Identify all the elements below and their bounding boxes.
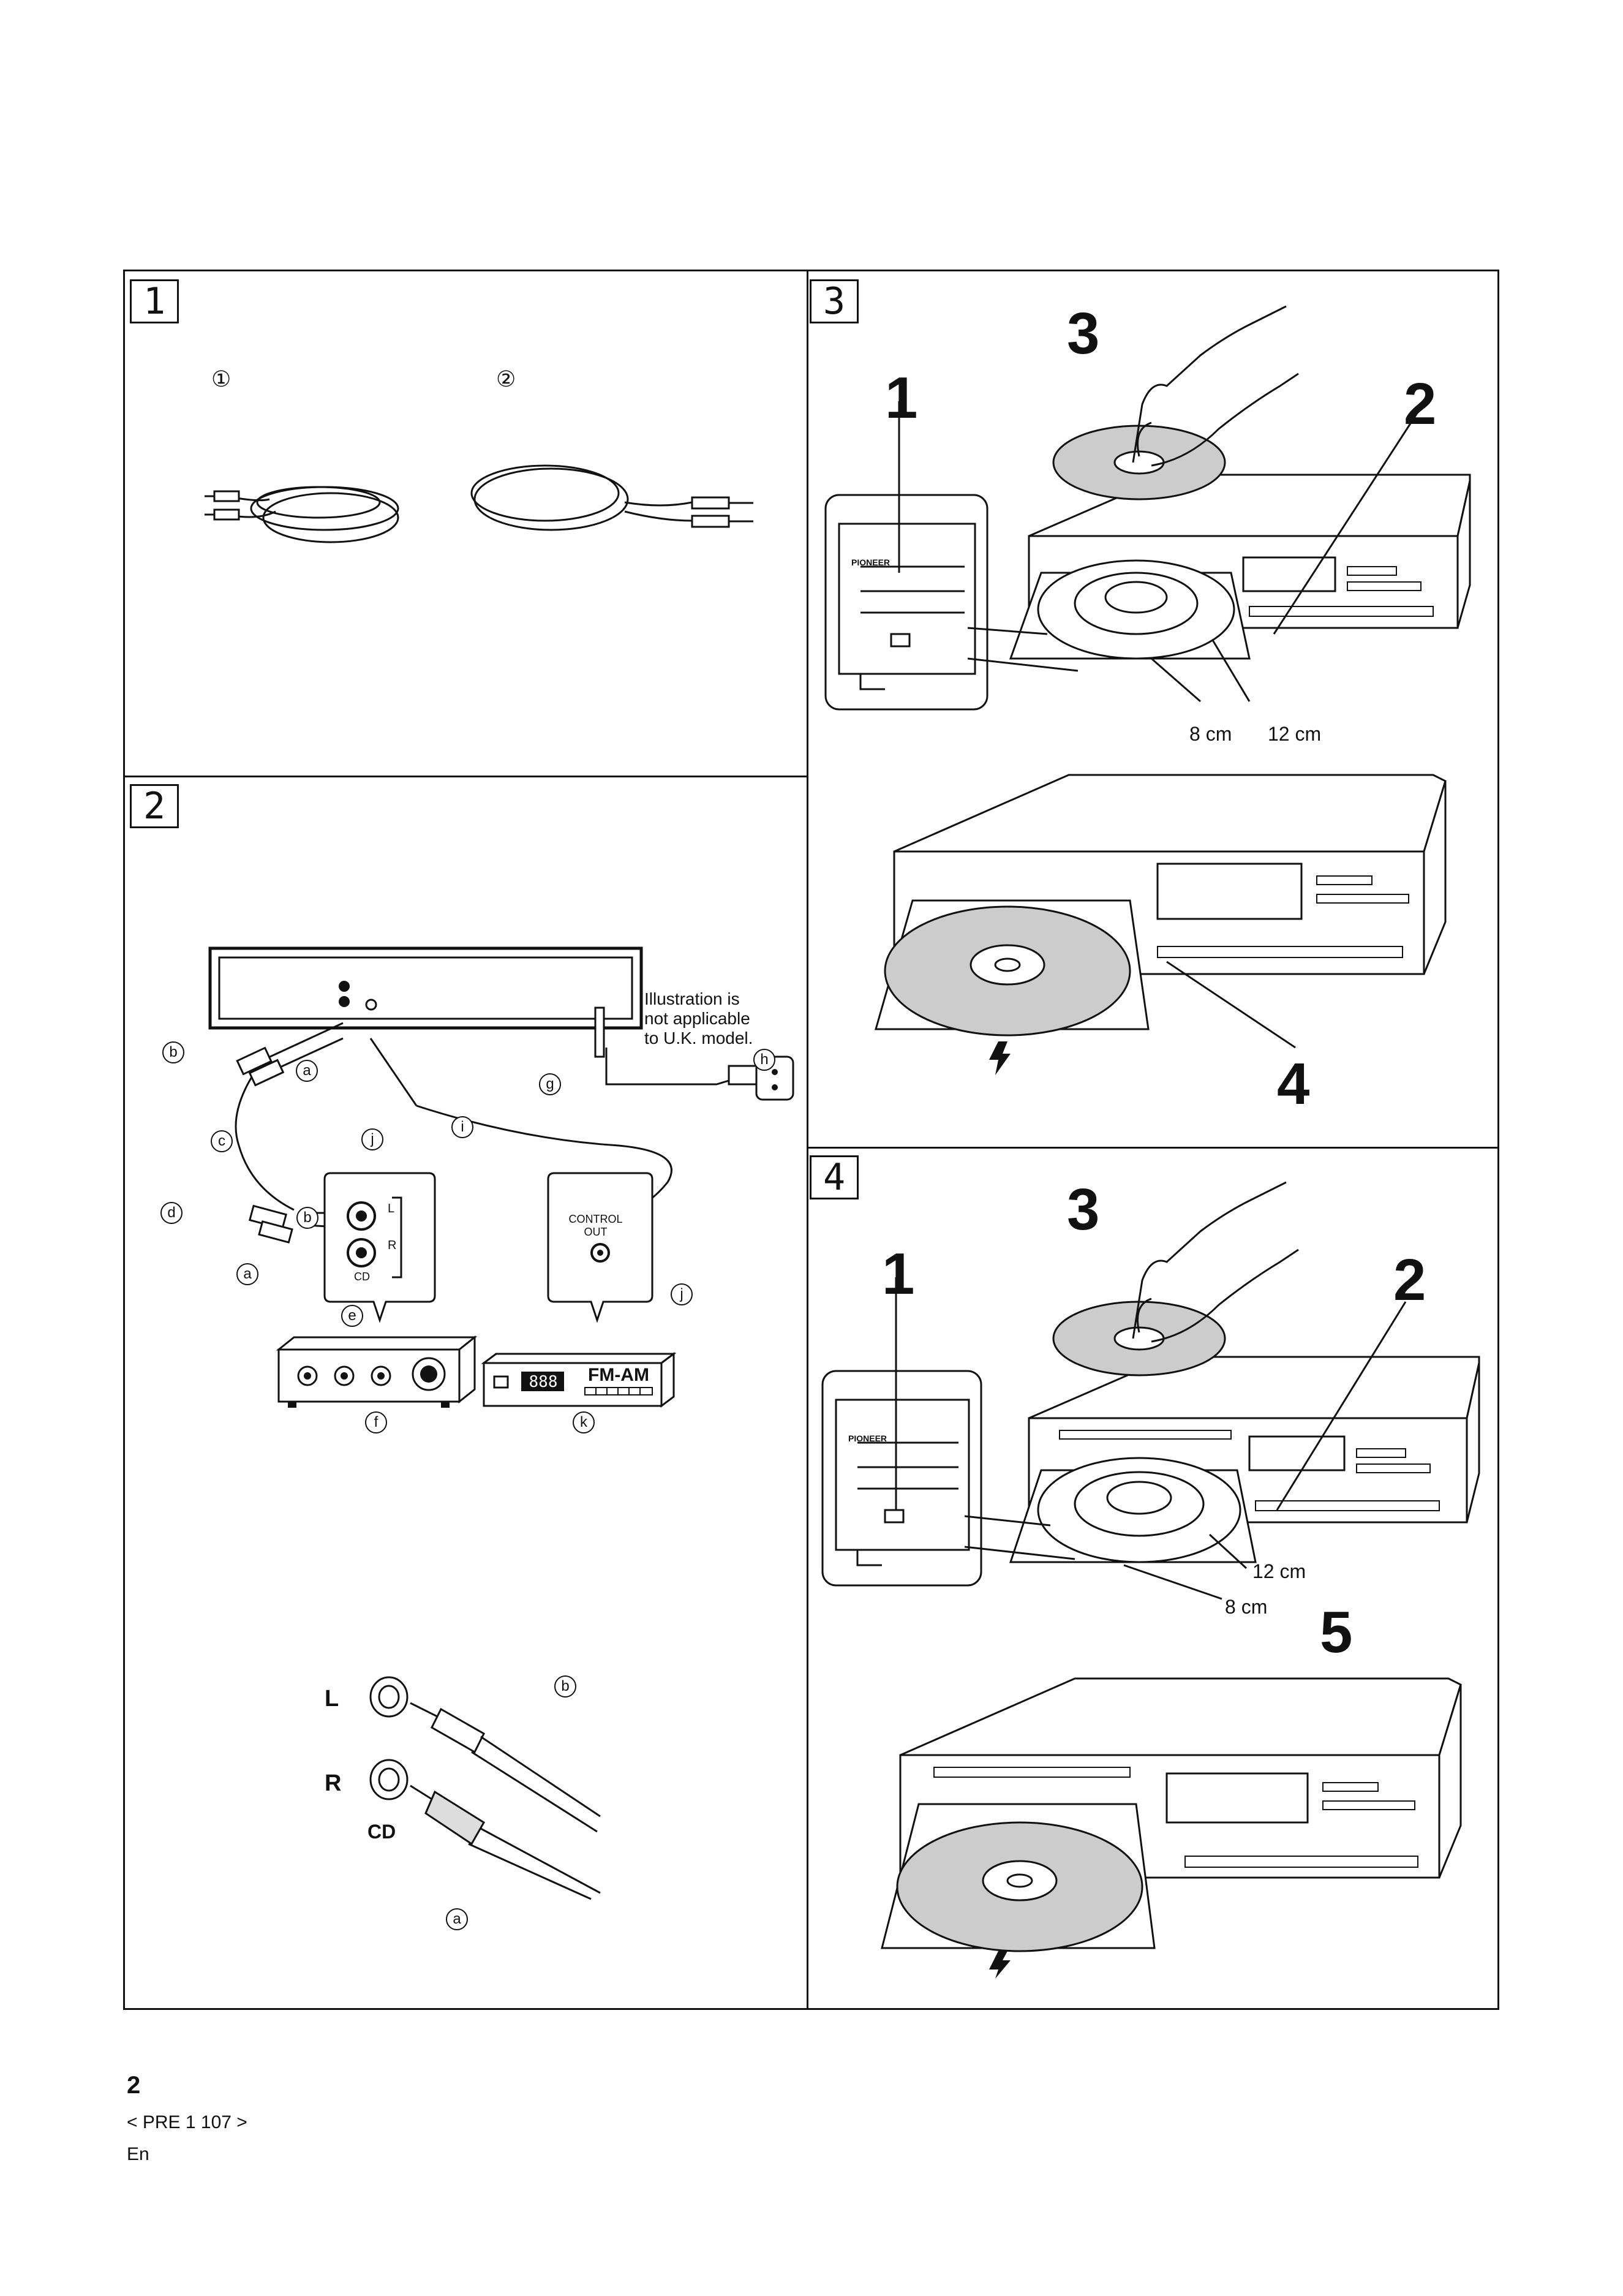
amp-input-callout — [323, 1172, 436, 1323]
detail-r: R — [325, 1770, 342, 1796]
vertical-divider — [807, 270, 808, 2010]
s4-step-5: 5 — [1320, 1599, 1353, 1665]
item-2-label: ② — [496, 366, 516, 391]
detail-l: L — [325, 1686, 339, 1712]
callout-d: d — [160, 1202, 183, 1224]
divider-1-2 — [123, 776, 808, 777]
callout-b-top: b — [162, 1041, 184, 1063]
s4-remote-panel — [821, 1370, 982, 1587]
amp-jack-r: R — [388, 1239, 397, 1252]
s4-size-12cm: 12 cm — [1252, 1560, 1306, 1582]
s3-step-4: 4 — [1277, 1051, 1310, 1117]
section-2-number: 2 — [130, 784, 179, 828]
s3-disc-hand — [1052, 305, 1299, 500]
s4-step-3: 3 — [1067, 1177, 1100, 1242]
tuner-input-callout — [547, 1172, 653, 1323]
uk-note-line-2: not applicable — [644, 1009, 750, 1028]
item-1-label: ① — [211, 366, 232, 391]
callout-f: f — [365, 1411, 387, 1433]
callout-b-detail: b — [554, 1675, 576, 1697]
s3-remote-panel — [824, 494, 988, 711]
s3-pointer-lines — [898, 401, 1422, 703]
figure-frame — [123, 270, 1499, 2010]
callout-j-mid: j — [671, 1283, 693, 1305]
s3-cd-player-closing — [875, 774, 1447, 1075]
callout-i: i — [451, 1116, 473, 1138]
callout-a-top: a — [296, 1060, 318, 1082]
uk-note-line-1: Illustration is — [644, 989, 740, 1008]
section-1-number: 1 — [130, 279, 179, 323]
control-cable-illustration — [470, 464, 753, 531]
s4-step-2: 2 — [1393, 1247, 1426, 1313]
amplifier-illustration — [276, 1335, 478, 1408]
callout-j-top: j — [361, 1128, 383, 1150]
s4-cd-player-closing — [881, 1677, 1462, 1979]
connector-detail — [369, 1676, 601, 1900]
detail-cd: CD — [367, 1821, 396, 1843]
section-4-number: 4 — [810, 1155, 859, 1199]
callout-g: g — [539, 1073, 561, 1095]
callout-h: h — [753, 1049, 775, 1071]
amp-jack-cd: CD — [354, 1271, 370, 1283]
tuner-control-out-label: CONTROL OUT — [568, 1213, 623, 1238]
callout-a-mid: a — [236, 1263, 258, 1285]
cd-player-rear-panel — [208, 946, 643, 1058]
section-3-number: 3 — [810, 279, 859, 323]
callout-k: k — [573, 1411, 595, 1433]
callout-a-detail: a — [446, 1908, 468, 1930]
s3-size-8cm: 8 cm — [1189, 723, 1232, 745]
s4-disc-hand — [1052, 1181, 1299, 1376]
divider-3-4 — [807, 1147, 1499, 1149]
tuner-fm-am-label: FM-AM — [588, 1365, 649, 1385]
s4-pointer-lines — [895, 1277, 1407, 1600]
page-number: 2 — [127, 2072, 141, 2099]
tuner-display: 888 — [529, 1373, 558, 1391]
document-code: < PRE 1 107 > — [127, 2112, 247, 2132]
callout-b-mid: b — [296, 1207, 318, 1229]
s4-remote-brand: PIONEER — [848, 1433, 887, 1443]
uk-note-line-3: to U.K. model. — [644, 1029, 753, 1048]
language-code: En — [127, 2144, 149, 2164]
callout-e: e — [341, 1305, 363, 1327]
s3-cd-player-open — [1009, 474, 1471, 660]
s3-step-2: 2 — [1404, 371, 1437, 437]
s3-remote-brand: PIONEER — [851, 557, 891, 567]
s3-step-3: 3 — [1067, 301, 1100, 366]
amp-jack-l: L — [388, 1202, 395, 1215]
uk-note: Illustration is not applicable to U.K. m… — [644, 989, 753, 1048]
s4-step-1: 1 — [882, 1241, 915, 1307]
connection-cables — [235, 1022, 794, 1244]
s3-size-12cm: 12 cm — [1268, 723, 1322, 745]
s3-step-1: 1 — [885, 365, 918, 431]
tuner-illustration — [481, 1352, 677, 1408]
callout-c: c — [211, 1130, 233, 1152]
s4-cd-player-open — [1009, 1356, 1480, 1563]
s4-size-8cm: 8 cm — [1225, 1596, 1268, 1618]
rca-cable-illustration — [205, 486, 399, 543]
